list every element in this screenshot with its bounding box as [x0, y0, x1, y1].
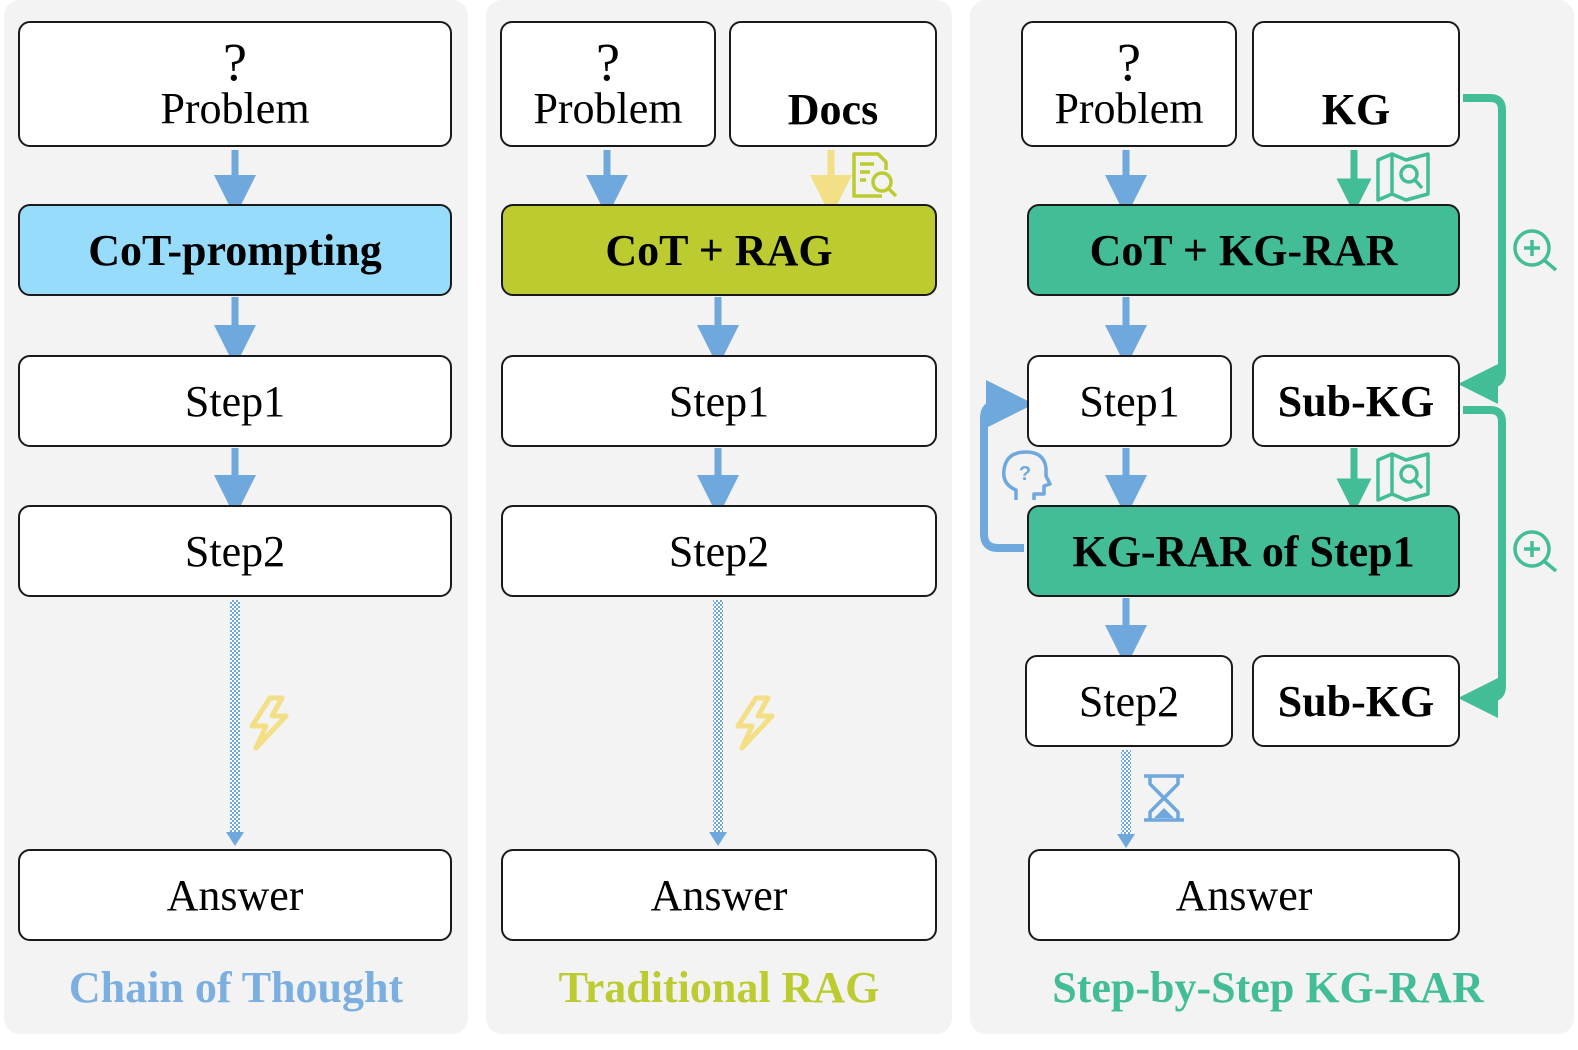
question-mark-icon: ?	[596, 32, 620, 92]
step1-box: Step1	[1027, 355, 1232, 447]
problem-box: ? Problem	[18, 21, 452, 147]
hourglass-icon	[1144, 774, 1184, 822]
answer-box: Answer	[18, 849, 452, 941]
step2-box: Step2	[18, 505, 452, 597]
cot-prompting-box: CoT-prompting	[18, 204, 452, 296]
cot-kg-rar-box: CoT + KG-RAR	[1027, 204, 1460, 296]
lightning-icon	[249, 695, 289, 751]
kg-arrows	[980, 94, 1506, 848]
kg-rar-of-step1-box: KG-RAR of Step1	[1027, 505, 1460, 597]
svg-text:?: ?	[1019, 463, 1031, 485]
zoom-in-icon	[1513, 530, 1558, 573]
lightning-icon	[735, 695, 775, 751]
cot-arrows	[214, 150, 256, 846]
answer-box: Answer	[501, 849, 937, 941]
problem-label: Problem	[533, 84, 683, 133]
step1-box: Step1	[18, 355, 452, 447]
map-search-icon	[1376, 152, 1430, 202]
caption-step-by-step-kg-rar: Step-by-Step KG-RAR	[1052, 963, 1484, 1012]
dotted-arrow	[1121, 750, 1131, 834]
sub-kg-box: Sub-KG	[1252, 655, 1460, 747]
document-search-icon	[852, 152, 898, 198]
map-search-icon	[1376, 452, 1430, 502]
question-mark-icon: ?	[1117, 32, 1141, 92]
step1-box: Step1	[501, 355, 937, 447]
problem-label: Problem	[160, 84, 310, 133]
cot-rag-box: CoT + RAG	[501, 204, 937, 296]
sub-kg-box: Sub-KG	[1252, 355, 1460, 447]
caption-traditional-rag: Traditional RAG	[558, 963, 880, 1012]
dotted-skip-arrow	[230, 600, 240, 832]
step2-box: Step2	[501, 505, 937, 597]
docs-label: Docs	[787, 85, 879, 134]
kg-box: KG	[1252, 21, 1460, 147]
caption-chain-of-thought: Chain of Thought	[68, 963, 404, 1012]
question-mark-icon: ?	[223, 32, 247, 92]
head-question-icon: ?	[1002, 450, 1052, 500]
step2-box: Step2	[1025, 655, 1233, 747]
docs-box: Docs	[729, 21, 937, 147]
problem-box: ? Problem	[500, 21, 716, 147]
dotted-skip-arrow	[713, 600, 723, 832]
zoom-in-icon	[1513, 229, 1558, 272]
answer-box: Answer	[1028, 849, 1460, 941]
kg-label: KG	[1321, 85, 1391, 134]
problem-label: Problem	[1054, 84, 1204, 133]
problem-box: ? Problem	[1021, 21, 1237, 147]
rag-arrows	[586, 150, 852, 846]
